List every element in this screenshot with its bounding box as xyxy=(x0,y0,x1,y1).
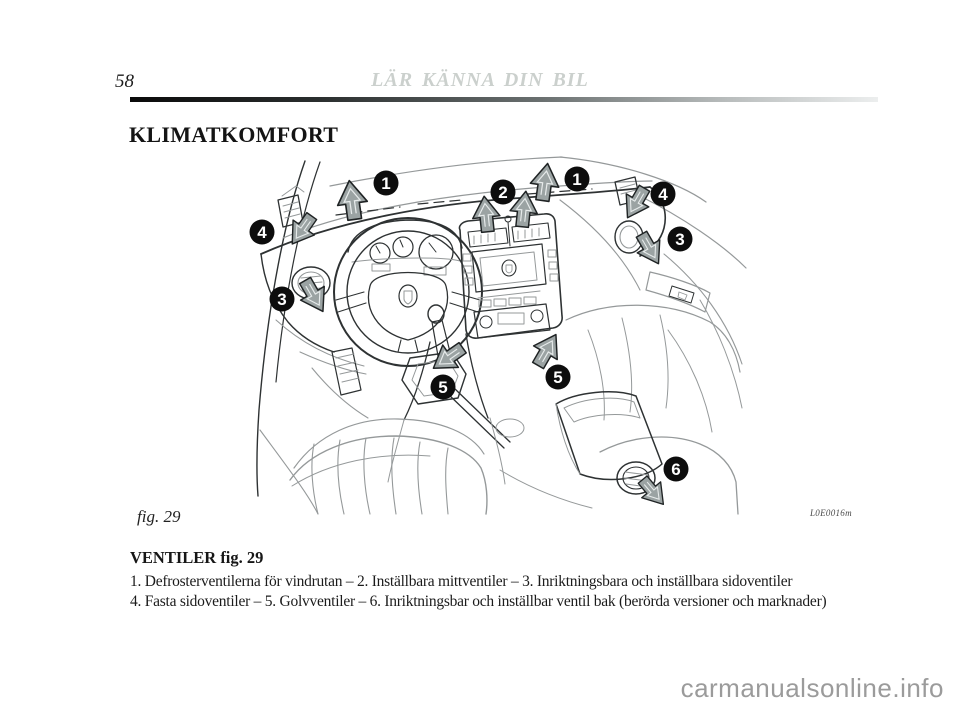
callout-badges: 1 1 2 4 4 3 3 5 5 6 xyxy=(249,166,693,482)
door-panel xyxy=(645,253,743,433)
callout-badge: 4 xyxy=(650,181,676,207)
driver-seat xyxy=(289,418,488,515)
svg-text:3: 3 xyxy=(277,290,286,309)
callout-badge: 2 xyxy=(490,179,516,205)
header-rule xyxy=(130,97,878,102)
svg-text:4: 4 xyxy=(257,223,267,242)
figure-29: 1 1 2 4 4 3 3 5 5 6 xyxy=(240,150,755,520)
armrest-console xyxy=(555,391,663,495)
rear-vent-arrow-icon xyxy=(632,471,674,513)
svg-text:1: 1 xyxy=(381,174,390,193)
svg-text:4: 4 xyxy=(658,185,668,204)
windshield-pillar xyxy=(256,156,747,497)
svg-text:2: 2 xyxy=(498,183,507,202)
footrest xyxy=(259,347,369,515)
rear-seats xyxy=(499,304,741,515)
running-header: LÄR KÄNNA DIN BIL xyxy=(371,69,589,91)
dashboard xyxy=(260,180,666,375)
center-stack xyxy=(458,213,563,339)
svg-text:3: 3 xyxy=(675,230,684,249)
round-vent-arrow-icon xyxy=(629,227,671,271)
callout-badge: 3 xyxy=(667,226,693,252)
figure-label: fig. 29 xyxy=(137,507,181,526)
svg-text:1: 1 xyxy=(572,170,581,189)
callout-badge: 4 xyxy=(249,219,275,245)
figure-code: L0E0016m xyxy=(810,508,852,518)
svg-text:6: 6 xyxy=(671,460,680,479)
caption-line: 1. Defrosterventilerna för vindrutan – 2… xyxy=(130,573,793,590)
section-title: KLIMATKOMFORT xyxy=(129,122,339,147)
callout-badge: 5 xyxy=(545,364,571,390)
callout-badge: 1 xyxy=(373,170,399,196)
callout-badge: 5 xyxy=(430,374,456,400)
callout-badge: 1 xyxy=(564,166,590,192)
dashboard-drawing: 1 1 2 4 4 3 3 5 5 6 xyxy=(249,156,747,515)
caption-line: 4. Fasta sidoventiler – 5. Golvventiler … xyxy=(130,593,827,610)
page-number: 58 xyxy=(115,71,134,92)
callout-badge: 3 xyxy=(269,286,295,312)
callout-badge: 6 xyxy=(663,456,689,482)
svg-text:5: 5 xyxy=(553,368,562,387)
caption-heading: VENTILER fig. 29 xyxy=(130,548,264,567)
watermark: carmanualsonline.info xyxy=(680,673,944,703)
center-console xyxy=(387,303,551,485)
svg-text:5: 5 xyxy=(438,378,447,397)
